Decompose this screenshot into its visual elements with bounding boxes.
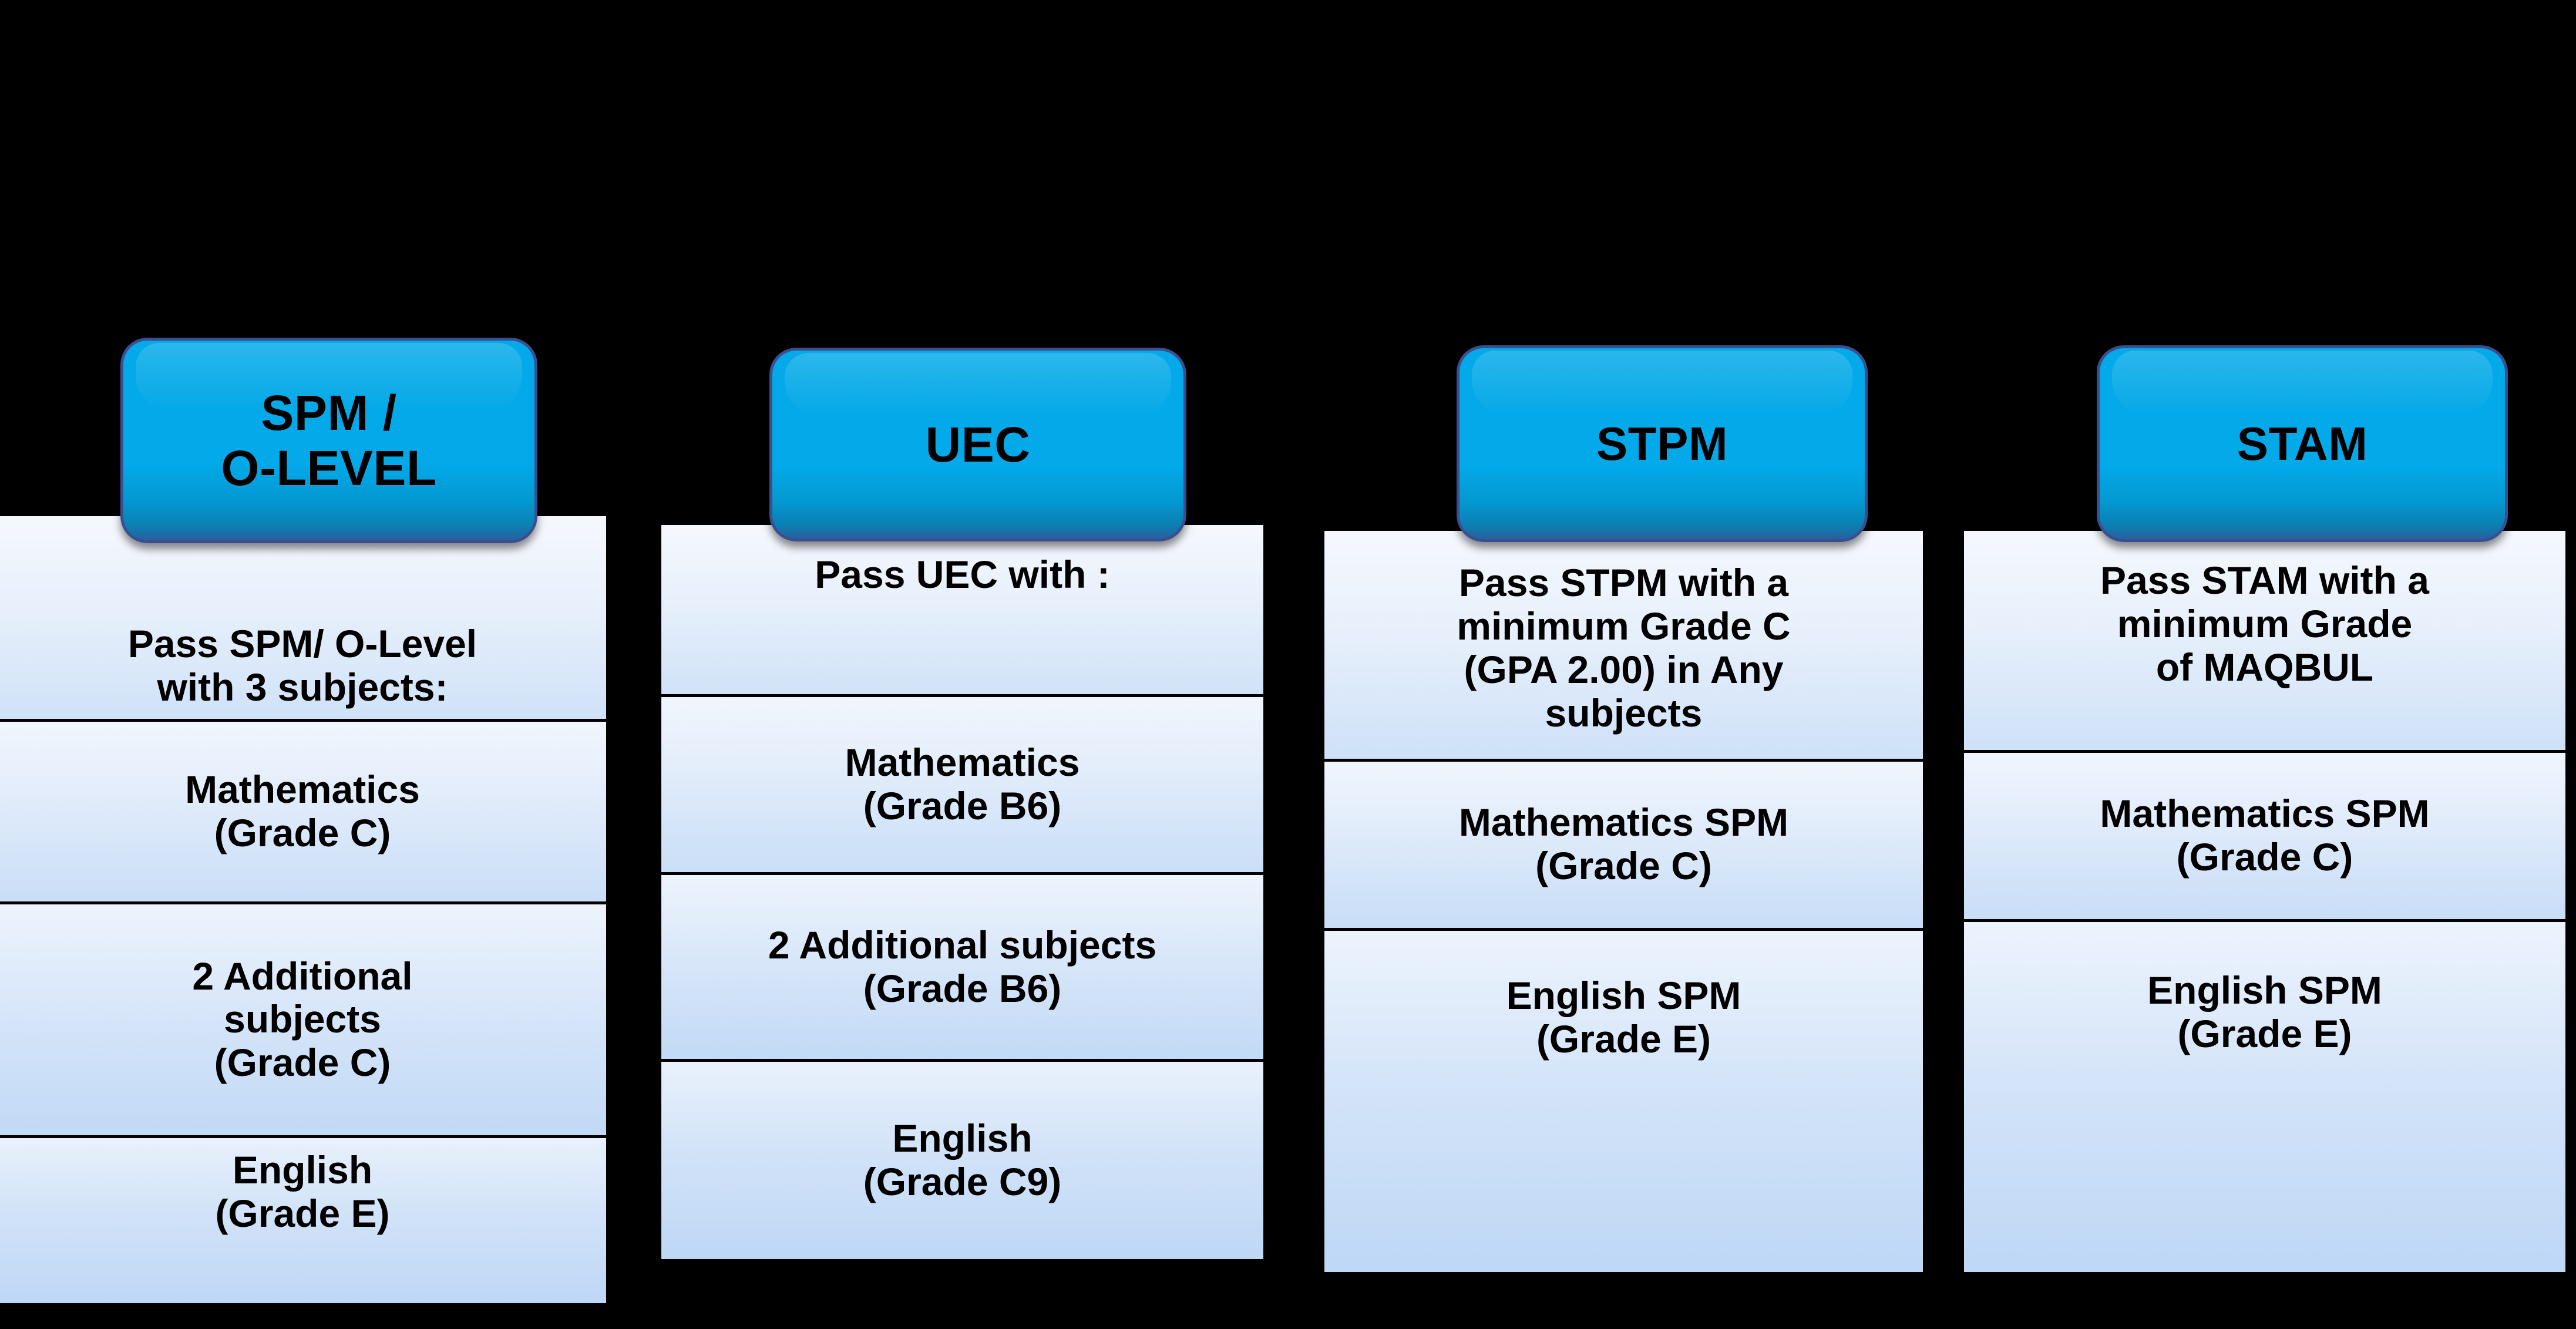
requirement-text: Pass STPM with a minimum Grade C (GPA 2.… bbox=[1457, 561, 1791, 735]
requirement-row: Mathematics SPM (Grade C) bbox=[1324, 758, 1923, 928]
requirement-row: English SPM (Grade E) bbox=[1324, 927, 1923, 1273]
requirement-text: English SPM (Grade E) bbox=[2147, 968, 2382, 1055]
qualification-column-stam: Pass STAM with a minimum Grade of MAQBUL… bbox=[1962, 529, 2568, 1274]
requirement-text: Pass UEC with : bbox=[815, 553, 1110, 596]
requirement-row: Pass STPM with a minimum Grade C (GPA 2.… bbox=[1324, 531, 1923, 759]
column-header-pill-uec: UEC bbox=[769, 348, 1186, 541]
qualification-column-spm: Pass SPM/ O-Level with 3 subjects: Mathe… bbox=[0, 514, 608, 1306]
requirement-text: Mathematics (Grade C) bbox=[185, 768, 420, 855]
requirement-row: English (Grade C9) bbox=[661, 1059, 1263, 1259]
requirement-text: Mathematics SPM (Grade C) bbox=[1458, 800, 1789, 888]
qualification-column-uec: Pass UEC with : Mathematics (Grade B6) 2… bbox=[659, 523, 1266, 1261]
requirement-text: Pass SPM/ O-Level with 3 subjects: bbox=[127, 622, 477, 709]
requirement-text: English (Grade C9) bbox=[863, 1116, 1062, 1204]
requirement-row: Pass SPM/ O-Level with 3 subjects: bbox=[0, 516, 606, 719]
requirement-row: 2 Additional subjects (Grade C) bbox=[0, 901, 606, 1135]
requirement-text: 2 Additional subjects (Grade C) bbox=[192, 954, 413, 1085]
requirement-text: Mathematics (Grade B6) bbox=[845, 741, 1080, 828]
requirement-text: English (Grade E) bbox=[215, 1148, 390, 1235]
column-header-label: STAM bbox=[2237, 417, 2368, 470]
requirement-row: Pass STAM with a minimum Grade of MAQBUL bbox=[1964, 531, 2565, 750]
column-header-label: SPM / O-LEVEL bbox=[221, 385, 437, 496]
column-header-label: STPM bbox=[1596, 417, 1728, 470]
requirement-row: 2 Additional subjects (Grade B6) bbox=[661, 872, 1263, 1059]
column-header-label: UEC bbox=[925, 416, 1031, 472]
column-header-pill-spm: SPM / O-LEVEL bbox=[120, 338, 537, 543]
requirement-text: Mathematics SPM (Grade C) bbox=[2100, 792, 2430, 879]
requirement-row: Mathematics (Grade C) bbox=[0, 718, 606, 902]
requirement-row: Pass UEC with : bbox=[661, 525, 1263, 695]
column-header-pill-stam: STAM bbox=[2097, 345, 2508, 542]
requirement-row: English (Grade E) bbox=[0, 1135, 606, 1304]
requirement-row: Mathematics SPM (Grade C) bbox=[1964, 749, 2565, 919]
requirement-text: Pass STAM with a minimum Grade of MAQBUL bbox=[2100, 558, 2429, 689]
qualification-column-stpm: Pass STPM with a minimum Grade C (GPA 2.… bbox=[1322, 529, 1925, 1274]
requirement-row: English SPM (Grade E) bbox=[1964, 918, 2565, 1273]
requirement-text: 2 Additional subjects (Grade B6) bbox=[768, 923, 1157, 1010]
requirement-row: Mathematics (Grade B6) bbox=[661, 694, 1263, 873]
column-header-pill-stpm: STPM bbox=[1457, 345, 1868, 542]
requirement-text: English SPM (Grade E) bbox=[1506, 973, 1741, 1061]
